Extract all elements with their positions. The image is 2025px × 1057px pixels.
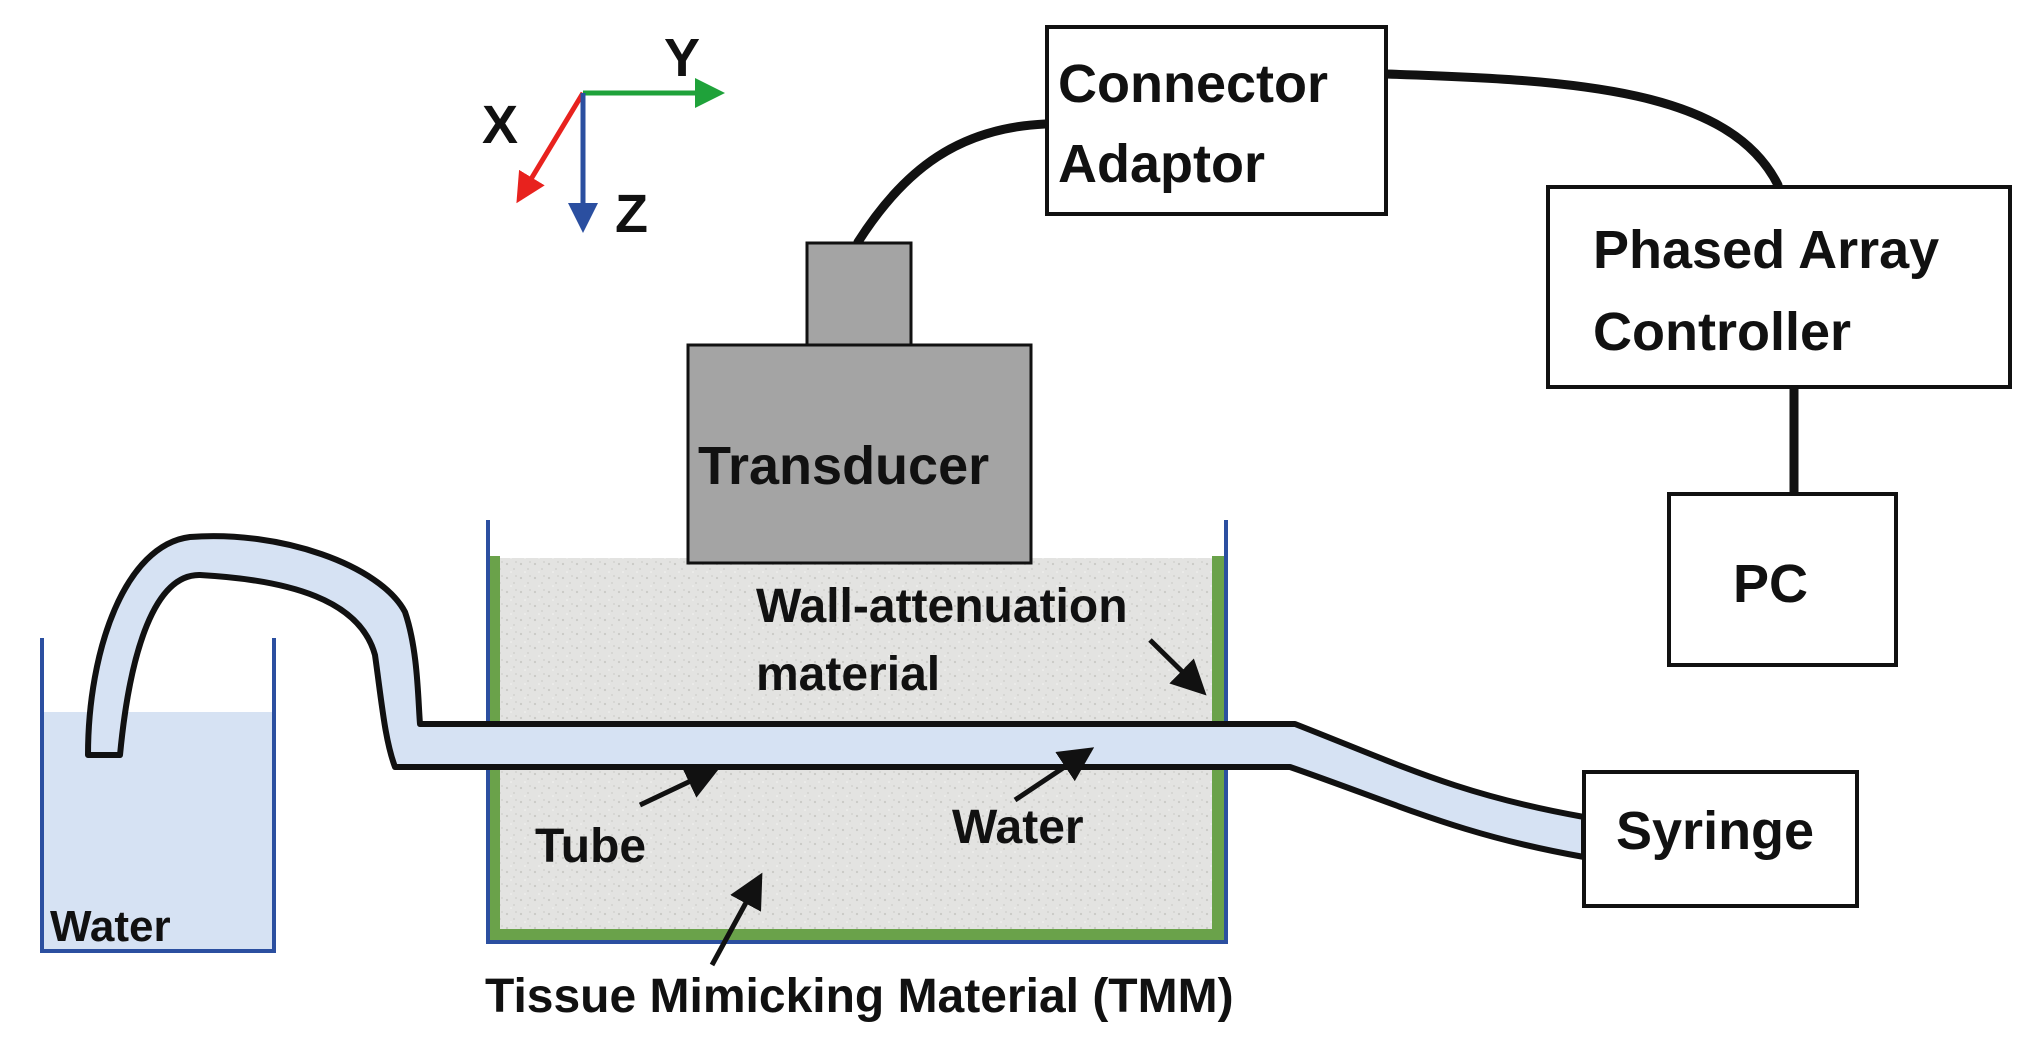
controller-label-line2: Controller: [1593, 302, 1851, 362]
controller-label-line1: Phased Array: [1593, 220, 1939, 280]
connector-adaptor-box: Connector Adaptor: [1045, 25, 1388, 216]
transducer: Transducer: [686, 241, 1033, 565]
reservoir-water-label: Water: [50, 902, 171, 951]
x-axis-arrow: [516, 91, 586, 204]
y-axis-label: Y: [664, 28, 700, 88]
pc-box: PC: [1667, 492, 1898, 667]
wall-attenuation-label-line2: material: [756, 648, 940, 701]
tube-pointer: [638, 766, 721, 808]
wall-attenuation-label-line1: Wall-attenuation: [756, 580, 1128, 633]
connector-adaptor-label-line2: Adaptor: [1058, 134, 1265, 194]
tube-label: Tube: [535, 820, 646, 873]
tube-water-pointer: [1013, 747, 1095, 803]
annotations: Wall-attenuation material Water Tube Tis…: [485, 580, 1234, 1023]
transducer-to-connector-cable: [853, 119, 1050, 247]
connector-to-controller-cable: [1381, 69, 1783, 190]
connector-adaptor-label-line1: Connector: [1058, 54, 1328, 114]
syringe-box: Syringe: [1582, 770, 1859, 908]
transducer-body: [686, 343, 1033, 565]
syringe-label: Syringe: [1616, 801, 1814, 861]
tmm-label: Tissue Mimicking Material (TMM): [485, 970, 1234, 1023]
z-axis-label: Z: [615, 184, 648, 244]
transducer-cap: [805, 241, 913, 349]
coordinate-axes: X Y Z: [482, 28, 725, 244]
water-reservoir: Water: [40, 638, 276, 953]
tmm-pointer: [709, 872, 763, 967]
cables: [853, 69, 1799, 499]
pc-label: PC: [1733, 554, 1808, 614]
transducer-label: Transducer: [698, 436, 989, 496]
tube-water-label: Water: [952, 801, 1084, 854]
x-axis-label: X: [482, 95, 518, 155]
phased-array-controller-box: Phased Array Controller: [1546, 185, 2012, 389]
wall-attenuation-pointer: [1148, 638, 1207, 696]
